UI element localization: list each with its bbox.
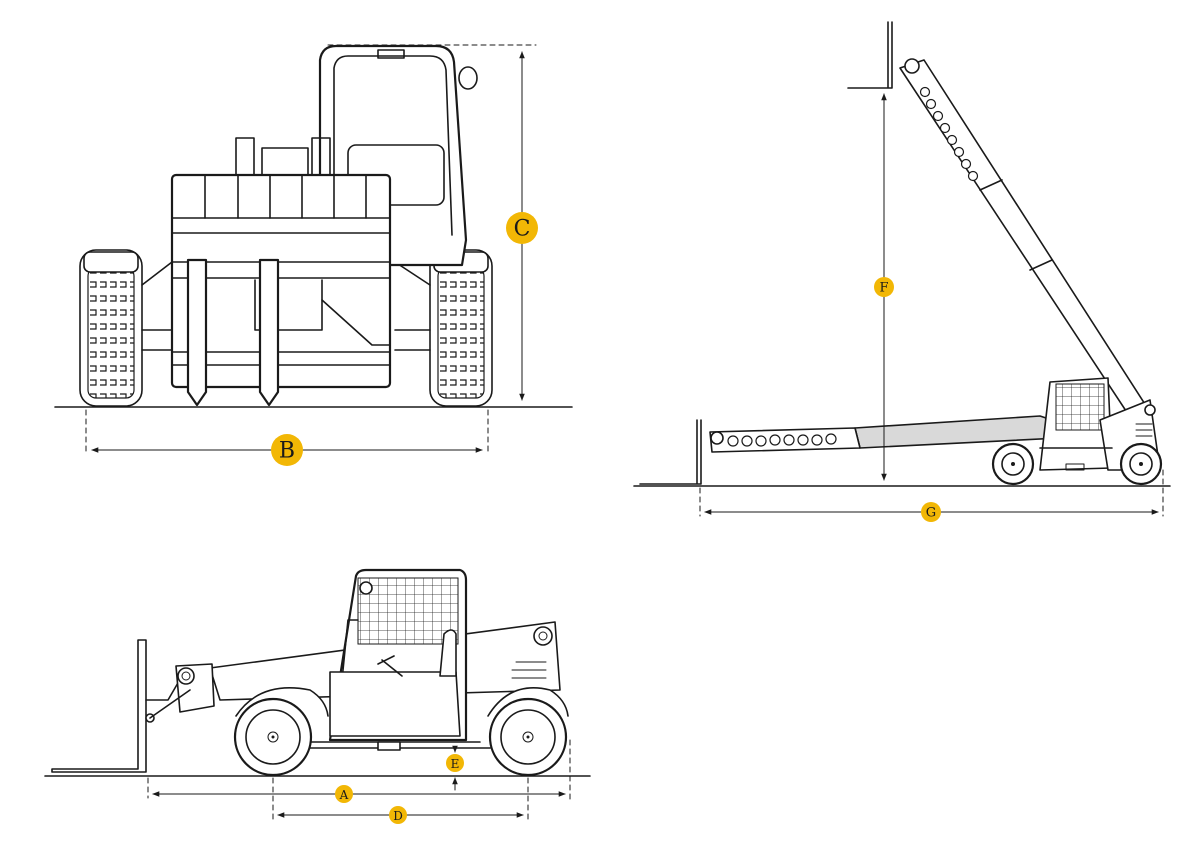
dimension-b: B — [85, 409, 489, 466]
front-axle — [141, 329, 431, 351]
side-cab — [328, 568, 468, 742]
side-front-wheel — [487, 687, 569, 777]
dimension-d-label: D — [393, 809, 403, 823]
front-fork-carriage — [170, 137, 392, 389]
dimension-g-badge — [921, 502, 941, 522]
dimension-g: G — [699, 469, 1164, 522]
dimension-a-badge — [335, 785, 353, 803]
dimension-f: F — [874, 93, 894, 481]
raised-boom — [847, 21, 1151, 421]
dimension-c: C — [327, 44, 538, 401]
dimension-e-label: E — [451, 757, 460, 771]
front-view: C B — [54, 44, 573, 466]
side-view: E A D — [44, 568, 591, 824]
front-forks — [186, 258, 280, 407]
dimension-d: D — [272, 777, 529, 824]
dimension-a-label: A — [339, 788, 349, 802]
raised-rear-wheel — [991, 442, 1035, 486]
dimension-d-badge — [389, 806, 407, 824]
dimension-a: A — [147, 739, 571, 803]
raised-front-wheel — [1119, 442, 1163, 486]
dimension-g-label: G — [926, 506, 936, 521]
dimension-f-label: F — [879, 281, 888, 296]
dimension-c-badge — [506, 212, 538, 244]
dimension-c-label: C — [514, 217, 531, 242]
side-rear-wheel — [233, 687, 329, 777]
dimension-e-badge — [446, 754, 464, 772]
front-right-tire — [429, 249, 493, 407]
dimension-b-label: B — [279, 439, 295, 464]
dimension-e: E — [446, 745, 464, 791]
dimension-f-badge — [874, 277, 894, 297]
raised-view: F G — [633, 21, 1171, 522]
front-left-tire — [79, 249, 143, 407]
raised-machine-body — [1039, 377, 1161, 471]
side-forks — [51, 639, 183, 773]
dimension-b-badge — [271, 434, 303, 466]
